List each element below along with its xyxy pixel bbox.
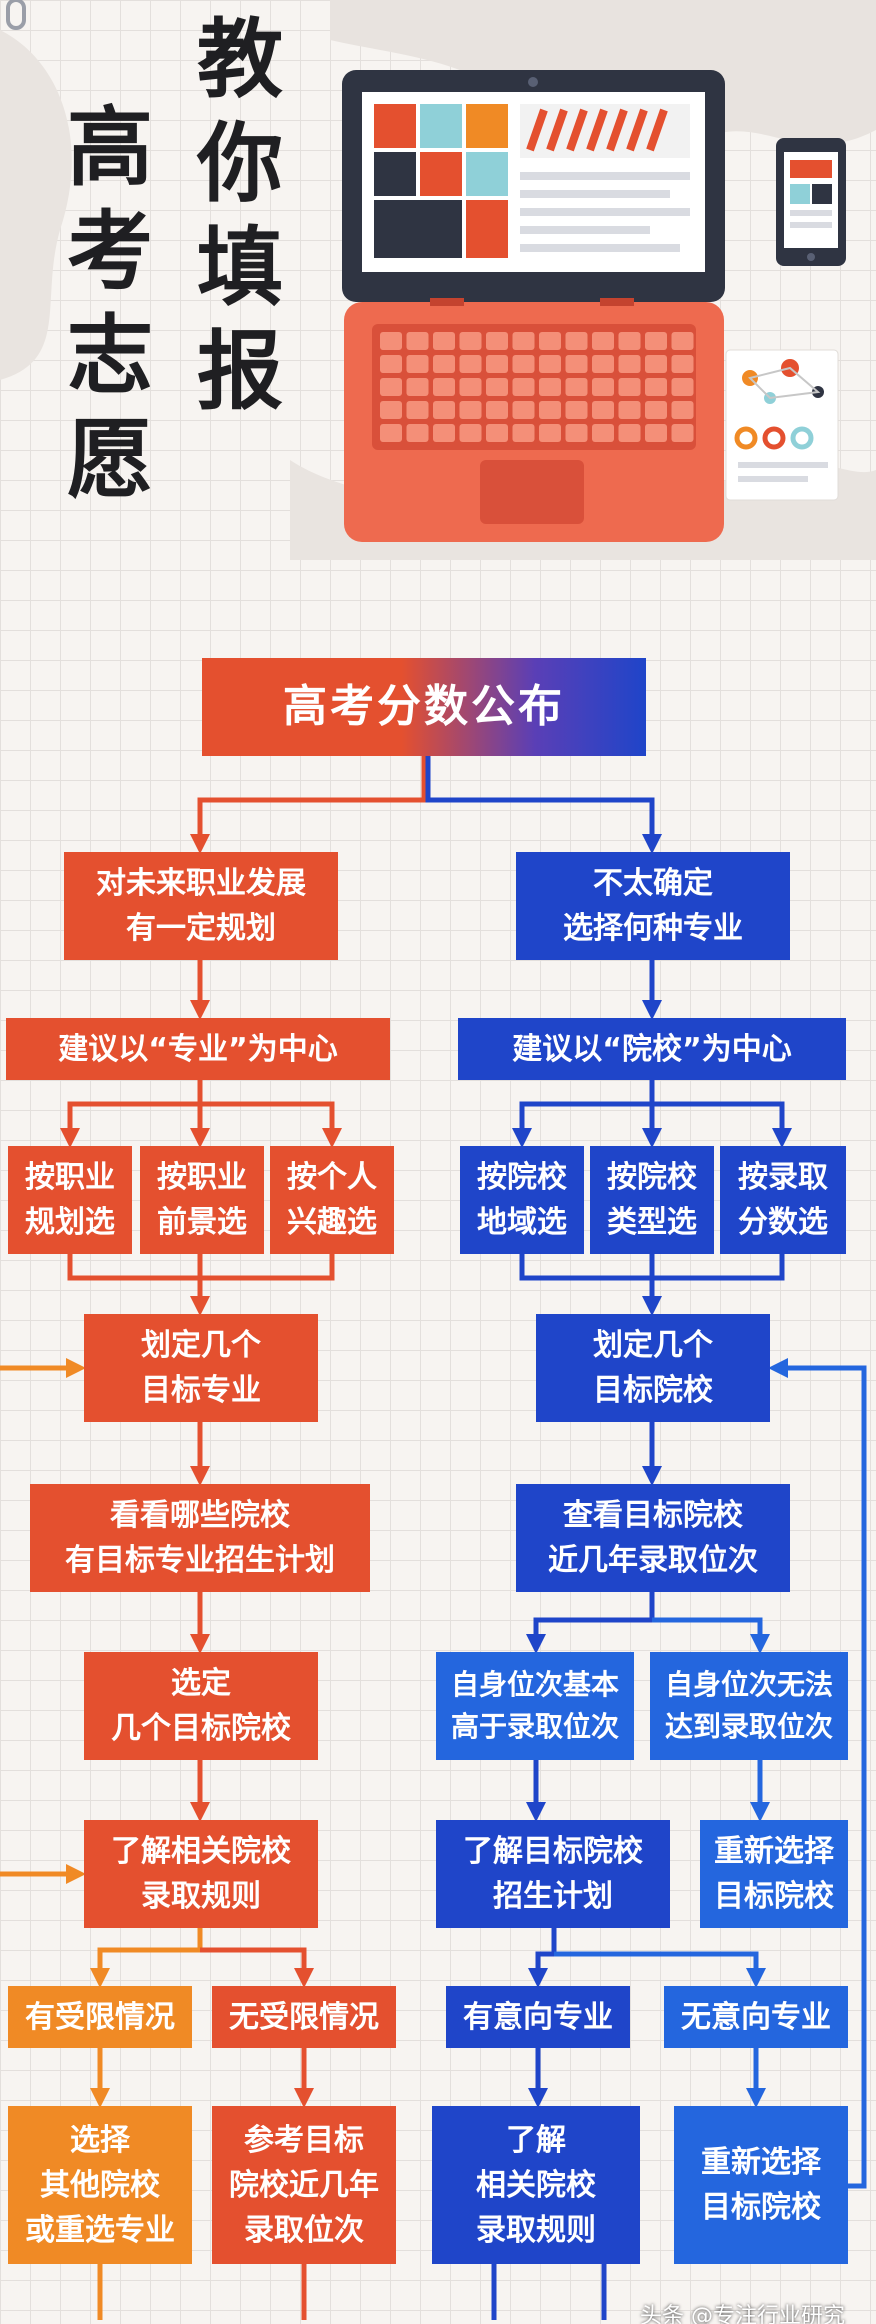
connector-arrow <box>200 1101 342 1148</box>
left-branch-restricted: 有受限情况 <box>8 1986 192 2048</box>
connector-arrow <box>652 1617 770 1654</box>
right-branch-above: 自身位次基本 高于录取位次 <box>436 1652 634 1760</box>
right-define-box: 划定几个 目标院校 <box>536 1314 770 1422</box>
right-condition-box: 不太确定 选择何种专业 <box>516 852 790 960</box>
connector-arrow <box>512 1101 652 1148</box>
title-right: 教你填报 <box>197 10 283 422</box>
connector-arrow <box>200 1947 314 1988</box>
right-learn-box: 了解目标院校 招生计划 <box>436 1820 670 1928</box>
right-result-intent: 了解 相关院校 录取规则 <box>432 2106 640 2264</box>
left-suggest-box: 建议以“专业”为中心 <box>6 1018 390 1080</box>
connector-arrow <box>528 1928 557 1988</box>
right-option-3: 按录取 分数选 <box>720 1146 846 1254</box>
left-option-1: 按职业 规划选 <box>8 1146 132 1254</box>
connector-arrow <box>768 1358 867 2189</box>
left-result-restricted: 选择 其他院校 或重选专业 <box>8 2106 192 2264</box>
title-left: 高考志愿 <box>67 98 153 510</box>
phone-icon <box>776 138 846 266</box>
left-define-box: 划定几个 目标专业 <box>84 1314 318 1422</box>
connector-arrow <box>60 1101 200 1148</box>
left-select-box: 选定 几个目标院校 <box>84 1652 318 1760</box>
flow-start-box: 高考分数公布 <box>202 658 646 756</box>
data-chart-icon <box>725 349 839 501</box>
connector-arrow <box>425 756 662 854</box>
connector-arrow <box>652 1101 792 1148</box>
right-check-box: 查看目标院校 近几年录取位次 <box>516 1484 790 1592</box>
left-branch-unrestricted: 无受限情况 <box>212 1986 396 2048</box>
connector-arrow <box>90 1928 203 1988</box>
left-condition-box: 对未来职业发展 有一定规划 <box>64 852 338 960</box>
connector-arrow <box>554 1951 766 1988</box>
right-reselect-box-1: 重新选择 目标院校 <box>700 1820 848 1928</box>
header-illustration <box>0 0 876 560</box>
connector-arrow <box>526 1592 655 1654</box>
right-suggest-box: 建议以“院校”为中心 <box>458 1018 846 1080</box>
left-result-unrestricted: 参考目标 院校近几年 录取位次 <box>212 2106 396 2264</box>
right-branch-below: 自身位次无法 达到录取位次 <box>650 1652 848 1760</box>
right-option-1: 按院校 地域选 <box>460 1146 584 1254</box>
left-option-2: 按职业 前景选 <box>140 1146 264 1254</box>
left-option-3: 按个人 兴趣选 <box>270 1146 394 1254</box>
watermark: 头条 @专注行业研究 <box>640 2304 845 2324</box>
left-check-box: 看看哪些院校 有目标专业招生计划 <box>30 1484 370 1592</box>
left-learn-box: 了解相关院校 录取规则 <box>84 1820 318 1928</box>
right-intent-no: 无意向专业 <box>664 1986 848 2048</box>
connector-arrow <box>190 756 427 854</box>
right-result-reselect: 重新选择 目标院校 <box>674 2106 848 2264</box>
right-option-2: 按院校 类型选 <box>590 1146 714 1254</box>
right-intent-yes: 有意向专业 <box>446 1986 630 2048</box>
